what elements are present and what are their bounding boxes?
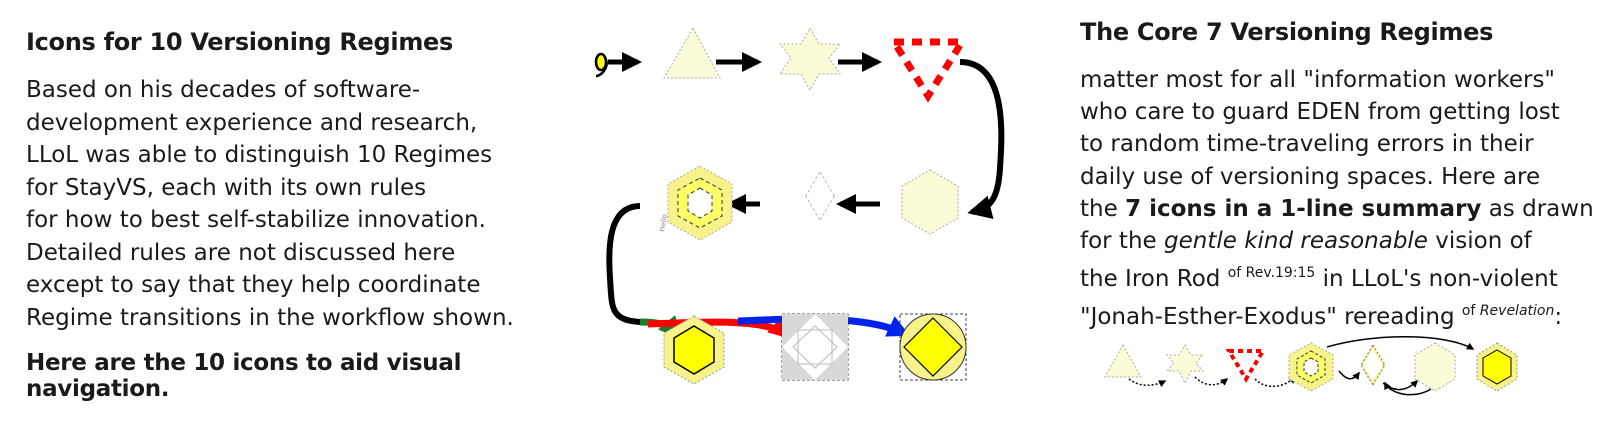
left-paragraph: Based on his decades of software- develo… [26,74,586,334]
right-line6-post: vision of [1427,228,1532,255]
right-line7-pre: the Iron Rod [1080,266,1228,293]
right-line7-post: in LLoL's non-violent [1315,266,1558,293]
start-swirl-icon [594,52,608,78]
left-line: Regime transitions in the workflow shown… [26,304,514,331]
left-line: Based on his decades of software- [26,77,421,103]
inverted-triangle-icon [887,38,969,103]
right-line8-sup-pre: of [1461,303,1480,320]
left-line: LLoL was able to distinguish 10 Regimes [26,142,493,168]
right-line5-pre: the [1080,195,1126,222]
left-line: development experience and research, [26,109,478,136]
right-line5-bold: 7 icons in a 1-line summary [1125,195,1482,222]
right-line: "Jonah-Esther-Exodus" rereading of Revel… [1080,295,1590,333]
mini-star-icon [1165,344,1205,385]
yellow-hexagon-icon [663,315,725,385]
right-line8-pre: "Jonah-Esther-Exodus" rereading [1080,304,1462,331]
right-line: the 7 icons in a 1-line summary as drawn [1080,193,1594,225]
mini-hollow-star-icon [1360,344,1386,386]
left-footer: Here are the 10 icons to aid visual navi… [26,350,462,402]
left-line: for StayVS, each with its own rules [26,174,427,201]
layered-hexagon-icon: Hello [658,165,733,241]
right-line: to random time-traveling errors in their [1080,131,1534,158]
left-line: except to say that they help coordinate [26,272,481,298]
right-line5-post: as drawn [1481,195,1594,222]
right-line: matter most for all "information workers… [1080,67,1556,93]
right-paragraph: matter most for all "information workers… [1080,64,1594,334]
left-line: Detailed rules are not discussed here [26,239,456,266]
curved-flow-connector [606,203,650,325]
right-line: the Iron Rod of Rev.19:15 in LLoL's non-… [1080,257,1590,295]
mini-pale-hexagon-icon [1414,342,1456,392]
regime-workflow-diagram: Hello [594,26,1005,385]
right-column: The Core 7 Versioning Regimes matter mos… [1080,18,1594,334]
mini-loop-arrow [1338,370,1360,381]
right-line: daily use of versioning spaces. Here are [1080,163,1541,190]
right-line6-pre: for the [1080,228,1164,255]
left-title: Icons for 10 Versioning Regimes [26,28,453,56]
hex-handwritten-label: Hello [658,213,669,232]
right-line7-sup: of Rev.19:15 [1227,265,1316,282]
mini-loop-arrow [1382,379,1419,391]
curved-flow-arrow [959,59,1005,219]
hollow-star-icon [805,171,835,221]
right-line8-sup-em: Revelation [1479,303,1555,320]
mini-flow-arrow [1128,378,1167,388]
mini-flow-arrow [1194,376,1229,386]
seven-icon-summary [1104,336,1518,396]
mini-loop-arrow [1326,336,1475,350]
mini-triangle-icon [1104,343,1142,378]
red-flow-arrow [647,315,792,339]
star-of-david-icon [778,26,842,92]
left-column: Icons for 10 Versioning Regimes Based on… [26,28,586,402]
gray-square-icon [781,313,849,381]
right-line: for the gentle kind reasonable vision of [1080,225,1590,257]
left-line: for how to best self-stabilize innovatio… [26,207,486,233]
yellow-circle-diamond-icon [899,313,967,381]
right-line8-sup: of Revelation [1462,303,1554,319]
mini-yellow-hexagon-icon [1476,342,1518,392]
right-line6-em: gentle kind reasonable [1164,228,1428,255]
pale-hexagon-icon [901,169,959,235]
right-line: who care to guard EDEN from getting lost [1080,99,1560,126]
mini-layered-hexagon-icon [1288,342,1334,392]
triangle-icon [663,26,721,79]
right-line8-post: : [1554,304,1563,331]
right-title: The Core 7 Versioning Regimes [1080,18,1494,46]
mini-inverted-triangle-icon [1225,349,1267,383]
